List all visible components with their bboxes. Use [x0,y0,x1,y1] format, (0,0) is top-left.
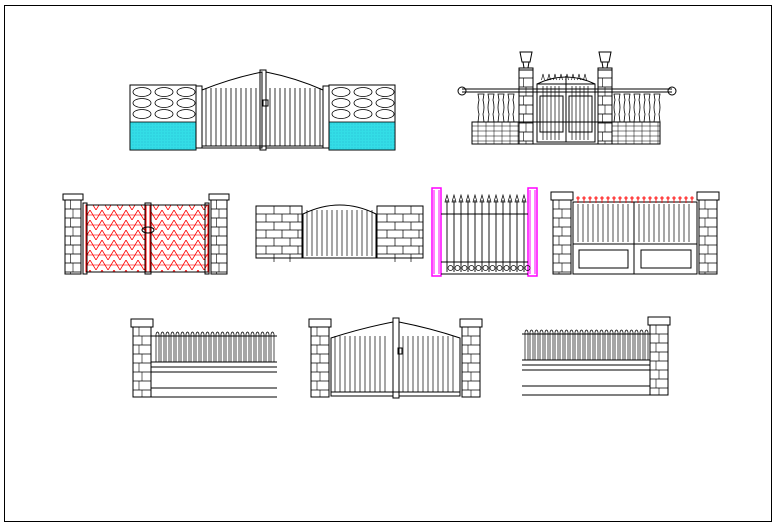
gate-3 [62,193,230,275]
gate-9 [522,316,671,396]
gate-6 [550,191,720,275]
gate-4 [255,204,424,262]
gate-7 [130,318,277,398]
cyan-wall-base-left [129,121,197,151]
red-lattice-leaf-left [85,204,147,273]
gate-2 [457,51,677,145]
urn-icon [518,51,534,71]
magenta-post-left [431,187,442,277]
lock-icon [141,226,155,234]
magenta-post-right [527,187,538,277]
gate-8 [308,317,483,399]
gate-1 [129,69,396,151]
handle-icon [262,99,269,107]
drawing-frame [4,5,772,522]
cyan-wall-base-right [328,121,396,151]
urn-icon [597,51,613,71]
handle-icon [397,347,403,355]
gate-5 [431,187,538,277]
red-lattice-leaf-right [149,204,209,273]
